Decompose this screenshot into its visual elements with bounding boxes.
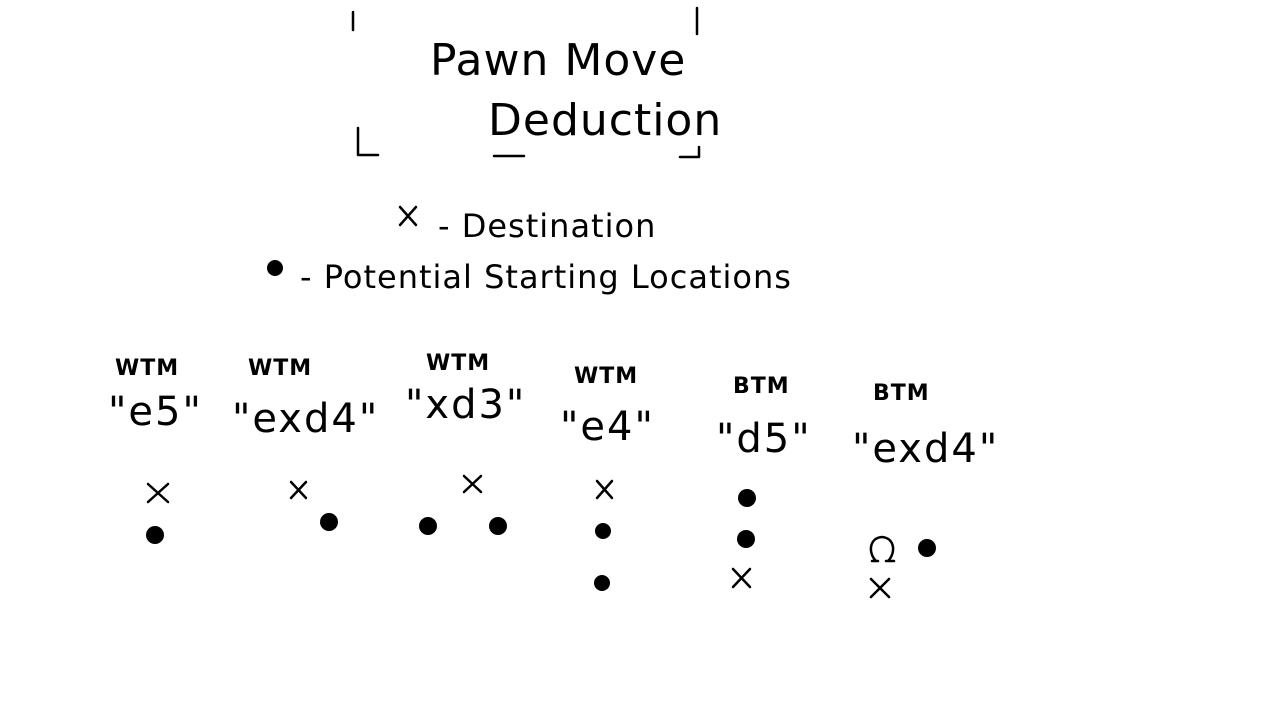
- start-dot: [489, 517, 507, 535]
- omega-mark-icon: [869, 535, 896, 563]
- start-dot: [918, 539, 936, 557]
- example-4: WTM "e4": [560, 364, 655, 591]
- start-dot: [594, 575, 610, 591]
- side-label: BTM: [733, 374, 790, 399]
- side-label: BTM: [873, 381, 930, 406]
- move-label: "xd3": [405, 382, 526, 428]
- legend-item-destination: - Destination: [398, 205, 656, 245]
- destination-cross: [289, 480, 308, 500]
- start-dot: [595, 523, 611, 539]
- start-dot: [419, 517, 437, 535]
- title-frame: [351, 6, 701, 159]
- cross-icon: [398, 205, 418, 227]
- side-label: WTM: [426, 351, 490, 376]
- frame-bottom-right-mark: [678, 145, 701, 159]
- example-3: WTM "xd3": [405, 351, 526, 535]
- example-6: BTM "exd4": [852, 381, 999, 599]
- legend: - Destination - Potential Starting Locat…: [267, 205, 792, 296]
- destination-cross: [595, 479, 614, 500]
- title-line-2: Deduction: [488, 95, 722, 146]
- example-1: WTM "e5": [108, 356, 203, 544]
- side-label: WTM: [248, 356, 312, 381]
- start-dot: [320, 513, 338, 531]
- move-label: "d5": [716, 416, 812, 462]
- move-label: "e4": [560, 404, 655, 450]
- move-label: "e5": [108, 389, 203, 435]
- destination-cross: [146, 482, 170, 504]
- legend-label-destination: - Destination: [438, 207, 656, 245]
- frame-bottom-left-mark: [356, 126, 380, 157]
- destination-cross: [869, 577, 891, 599]
- destination-cross: [462, 474, 483, 494]
- side-label: WTM: [574, 364, 638, 389]
- title-line-1: Pawn Move: [430, 35, 686, 86]
- dot-icon: [267, 260, 283, 276]
- example-5: BTM "d5": [716, 374, 812, 589]
- legend-item-starting: - Potential Starting Locations: [267, 258, 792, 296]
- legend-label-starting: - Potential Starting Locations: [300, 258, 792, 296]
- start-dot: [146, 526, 164, 544]
- start-dot: [738, 489, 756, 507]
- side-label: WTM: [115, 356, 179, 381]
- destination-cross: [731, 567, 752, 589]
- move-label: "exd4": [232, 396, 379, 442]
- start-dot: [737, 530, 755, 548]
- move-label: "exd4": [852, 426, 999, 472]
- example-2: WTM "exd4": [232, 356, 379, 531]
